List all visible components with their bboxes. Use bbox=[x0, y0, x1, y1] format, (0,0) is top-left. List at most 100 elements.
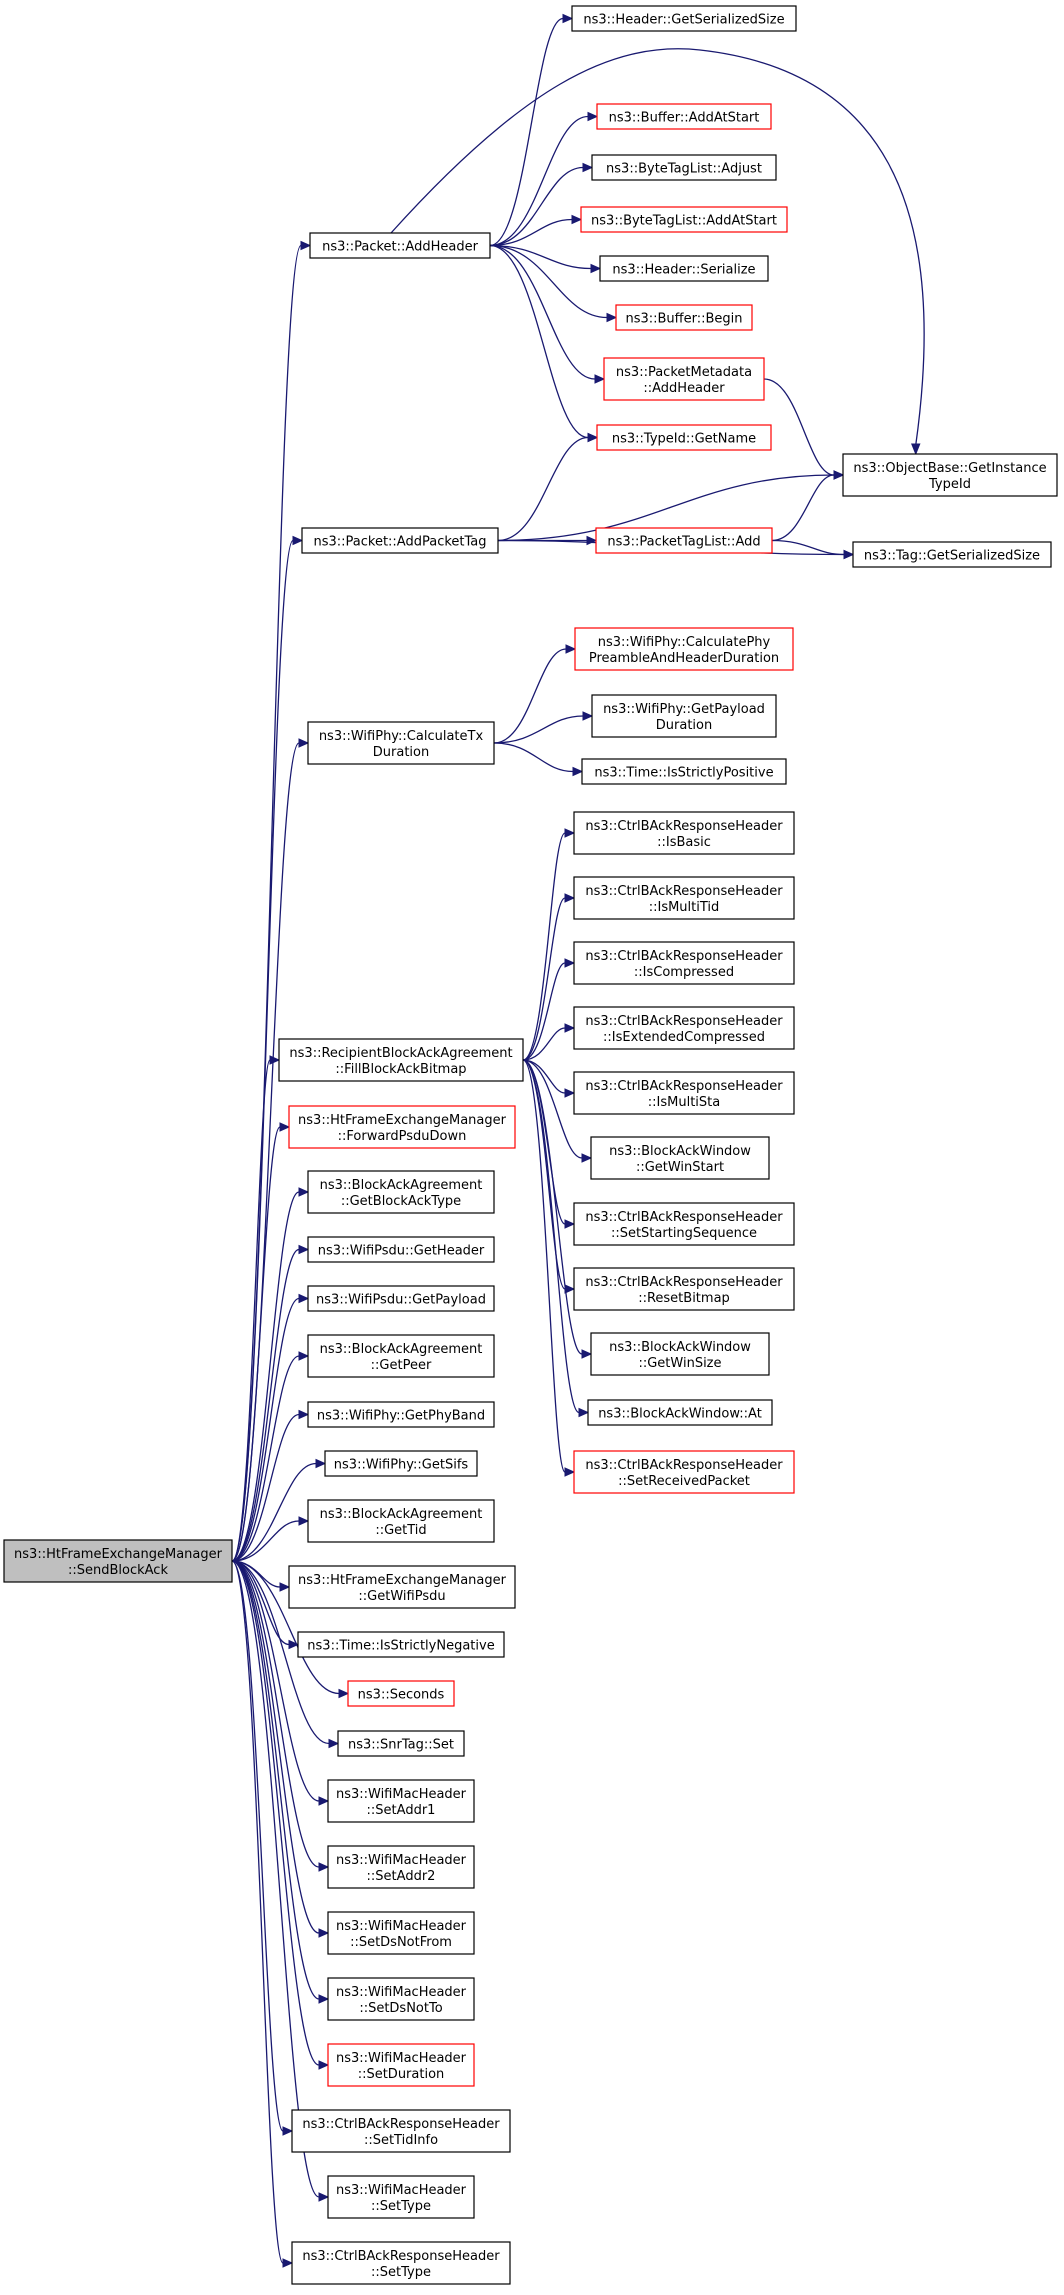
node-box bbox=[291, 2109, 511, 2153]
node-box bbox=[288, 1105, 516, 1149]
node-pmAdd[interactable]: ns3::PacketMetadata::AddHeader bbox=[603, 357, 765, 401]
node-macType[interactable]: ns3::WifiMacHeader::SetType bbox=[327, 2175, 475, 2219]
node-ctrlType[interactable]: ns3::CtrlBAckResponseHeader::SetType bbox=[291, 2241, 511, 2285]
edge-addHeader-instTid bbox=[390, 48, 925, 456]
node-label: ns3::WifiMacHeader bbox=[336, 1919, 467, 1934]
node-getWifiPsdu[interactable]: ns3::HtFrameExchangeManager::GetWifiPsdu bbox=[288, 1565, 516, 1609]
node-label: ns3::CtrlBAckResponseHeader bbox=[585, 1458, 783, 1473]
node-label: ::GetTid bbox=[375, 1523, 426, 1538]
node-addPacketTag[interactable]: ns3::Packet::AddPacketTag bbox=[301, 527, 499, 554]
node-bufBegin[interactable]: ns3::Buffer::Begin bbox=[615, 304, 753, 331]
node-getPeer[interactable]: ns3::BlockAckAgreement::GetPeer bbox=[307, 1334, 495, 1378]
node-addHeader[interactable]: ns3::Packet::AddHeader bbox=[309, 232, 491, 259]
node-label: ::SetStartingSequence bbox=[611, 1226, 757, 1241]
node-label: ns3::CtrlBAckResponseHeader bbox=[302, 2117, 500, 2132]
node-isMultiTid[interactable]: ns3::CtrlBAckResponseHeader::IsMultiTid bbox=[573, 876, 795, 920]
node-seconds[interactable]: ns3::Seconds bbox=[347, 1680, 455, 1707]
call-nodes: ns3::HtFrameExchangeManager::SendBlockAc… bbox=[3, 5, 1058, 2285]
node-label: ns3::BlockAckAgreement bbox=[320, 1507, 483, 1522]
edge-root-seconds bbox=[231, 1560, 350, 1699]
edge-calcTx-payDur bbox=[493, 711, 594, 744]
node-winStart[interactable]: ns3::BlockAckWindow::GetWinStart bbox=[590, 1136, 770, 1180]
node-snrSet[interactable]: ns3::SnrTag::Set bbox=[337, 1730, 465, 1757]
node-getTid[interactable]: ns3::BlockAckAgreement::GetTid bbox=[307, 1499, 495, 1543]
node-label: ::GetPeer bbox=[371, 1358, 432, 1373]
node-winSize[interactable]: ns3::BlockAckWindow::GetWinSize bbox=[590, 1332, 770, 1376]
edge-root-tidInfo bbox=[231, 1560, 294, 2136]
node-isExt[interactable]: ns3::CtrlBAckResponseHeader::IsExtendedC… bbox=[573, 1006, 795, 1050]
edge-addHeader-btlAdjust bbox=[489, 162, 594, 247]
edge-fillBA-winStart bbox=[522, 1059, 593, 1163]
node-box bbox=[573, 1450, 795, 1494]
node-btlAdjust[interactable]: ns3::ByteTagList::Adjust bbox=[591, 154, 777, 181]
node-box bbox=[291, 2241, 511, 2285]
edge-addHeader-hdrSize bbox=[489, 13, 574, 247]
node-label: ns3::PacketMetadata bbox=[616, 365, 752, 380]
node-psduPay[interactable]: ns3::WifiPsdu::GetPayload bbox=[307, 1285, 495, 1312]
node-setDur[interactable]: ns3::WifiMacHeader::SetDuration bbox=[327, 2043, 475, 2087]
node-strictPos[interactable]: ns3::Time::IsStrictlyPositive bbox=[581, 758, 787, 785]
node-isBasic[interactable]: ns3::CtrlBAckResponseHeader::IsBasic bbox=[573, 811, 795, 855]
node-root[interactable]: ns3::HtFrameExchangeManager::SendBlockAc… bbox=[3, 1539, 233, 1583]
node-typeName[interactable]: ns3::TypeId::GetName bbox=[596, 424, 772, 451]
node-strictNeg[interactable]: ns3::Time::IsStrictlyNegative bbox=[297, 1631, 505, 1658]
node-box bbox=[573, 941, 795, 985]
node-startSeq[interactable]: ns3::CtrlBAckResponseHeader::SetStarting… bbox=[573, 1202, 795, 1246]
node-label: ::SetReceivedPacket bbox=[618, 1474, 750, 1489]
node-label: ns3::ByteTagList::AddAtStart bbox=[591, 214, 777, 229]
edge-root-ctrlType bbox=[231, 1560, 294, 2268]
node-label: ::SetType bbox=[371, 2199, 431, 2214]
node-preamble[interactable]: ns3::WifiPhy::CalculatePhyPreambleAndHea… bbox=[574, 627, 794, 671]
node-label: ns3::TypeId::GetName bbox=[612, 432, 756, 447]
node-label: ::IsMultiSta bbox=[648, 1095, 720, 1110]
node-fwdPsdu[interactable]: ns3::HtFrameExchangeManager::ForwardPsdu… bbox=[288, 1105, 516, 1149]
node-box bbox=[615, 304, 753, 331]
node-getBAType[interactable]: ns3::BlockAckAgreement::GetBlockAckType bbox=[307, 1170, 495, 1214]
node-label: ns3::Tag::GetSerializedSize bbox=[864, 549, 1040, 564]
node-psduHdr[interactable]: ns3::WifiPsdu::GetHeader bbox=[307, 1236, 495, 1263]
node-box bbox=[307, 1334, 495, 1378]
node-addr2[interactable]: ns3::WifiMacHeader::SetAddr2 bbox=[327, 1845, 475, 1889]
edge-root-psduHdr bbox=[231, 1244, 310, 1562]
node-hdrSize[interactable]: ns3::Header::GetSerializedSize bbox=[571, 5, 797, 32]
node-hdrSer[interactable]: ns3::Header::Serialize bbox=[599, 255, 769, 282]
node-fillBA[interactable]: ns3::RecipientBlockAckAgreement::FillBlo… bbox=[278, 1038, 524, 1082]
edge-root-fillBA bbox=[231, 1055, 281, 1562]
node-dsNotTo[interactable]: ns3::WifiMacHeader::SetDsNotTo bbox=[327, 1977, 475, 2021]
node-box bbox=[288, 1565, 516, 1609]
node-sifs[interactable]: ns3::WifiPhy::GetSifs bbox=[324, 1450, 478, 1477]
node-label: ns3::CtrlBAckResponseHeader bbox=[585, 884, 783, 899]
node-box bbox=[278, 1038, 524, 1082]
node-label: ns3::WifiMacHeader bbox=[336, 2051, 467, 2066]
node-ptlAdd[interactable]: ns3::PacketTagList::Add bbox=[595, 527, 773, 554]
node-recvPkt[interactable]: ns3::CtrlBAckResponseHeader::SetReceived… bbox=[573, 1450, 795, 1494]
node-label: ::ResetBitmap bbox=[638, 1291, 730, 1306]
node-winAt[interactable]: ns3::BlockAckWindow::At bbox=[587, 1399, 773, 1426]
node-addr1[interactable]: ns3::WifiMacHeader::SetAddr1 bbox=[327, 1779, 475, 1823]
node-label: ns3::WifiMacHeader bbox=[336, 1985, 467, 2000]
edge-fillBA-isExt bbox=[522, 1023, 576, 1061]
node-box bbox=[309, 232, 491, 259]
node-label: ns3::WifiMacHeader bbox=[336, 1853, 467, 1868]
node-tagSize[interactable]: ns3::Tag::GetSerializedSize bbox=[852, 541, 1052, 568]
node-label: ns3::RecipientBlockAckAgreement bbox=[289, 1046, 512, 1061]
node-box bbox=[327, 2043, 475, 2087]
node-box bbox=[573, 1006, 795, 1050]
edge-root-getPeer bbox=[231, 1351, 310, 1562]
node-btlAdd[interactable]: ns3::ByteTagList::AddAtStart bbox=[580, 206, 788, 233]
node-box bbox=[590, 1136, 770, 1180]
node-resetBmp[interactable]: ns3::CtrlBAckResponseHeader::ResetBitmap bbox=[573, 1267, 795, 1311]
node-dsNotFrom[interactable]: ns3::WifiMacHeader::SetDsNotFrom bbox=[327, 1911, 475, 1955]
node-label: PreambleAndHeaderDuration bbox=[589, 651, 779, 666]
node-phyBand[interactable]: ns3::WifiPhy::GetPhyBand bbox=[307, 1401, 495, 1428]
node-label: ns3::Buffer::AddAtStart bbox=[609, 111, 760, 126]
node-tidInfo[interactable]: ns3::CtrlBAckResponseHeader::SetTidInfo bbox=[291, 2109, 511, 2153]
node-bufAdd[interactable]: ns3::Buffer::AddAtStart bbox=[596, 103, 772, 130]
node-isMultiSta[interactable]: ns3::CtrlBAckResponseHeader::IsMultiSta bbox=[573, 1071, 795, 1115]
node-isComp[interactable]: ns3::CtrlBAckResponseHeader::IsCompresse… bbox=[573, 941, 795, 985]
node-label: ns3::CtrlBAckResponseHeader bbox=[585, 1275, 783, 1290]
edge-ptlAdd-instTid bbox=[771, 470, 845, 542]
